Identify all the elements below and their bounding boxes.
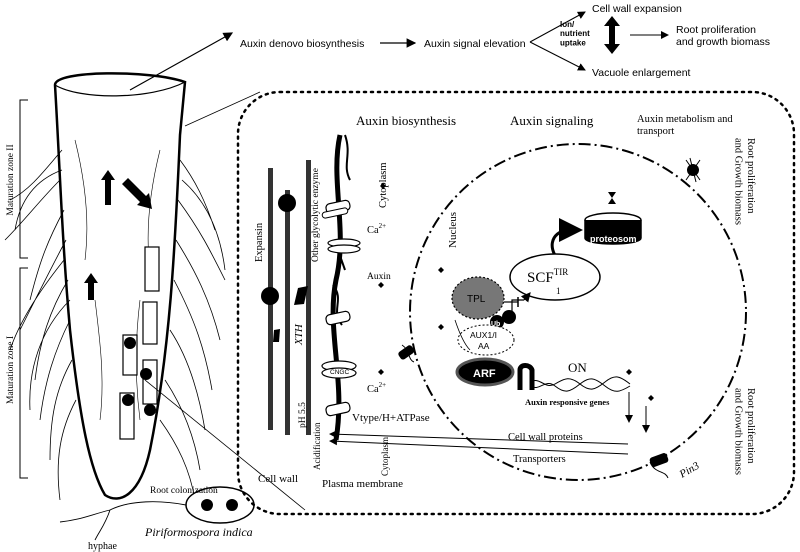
tpl-label: TPL	[467, 294, 486, 305]
xth-label: XTH	[293, 323, 305, 346]
cell-wall-proteins-label: Cell wall proteins	[508, 432, 583, 443]
proteasome-number: 26	[607, 219, 616, 228]
pin3-label: Pin3	[677, 460, 702, 482]
wall-protein-small	[273, 329, 280, 342]
aux-iaa	[457, 324, 515, 356]
on-label: ON	[568, 360, 587, 375]
pathway-cell-wall-expansion: Cell wall expansion	[592, 3, 682, 15]
pathway-biosynthesis: Auxin denovo biosynthesis	[240, 38, 364, 50]
ub-1	[490, 315, 504, 329]
acidification-label: Acidification	[312, 422, 322, 470]
zoom-line-bottom	[144, 379, 306, 511]
pathway-arrow-up	[529, 11, 586, 43]
arf-protein	[455, 357, 515, 387]
channel-top	[321, 199, 351, 219]
cell-boundary	[236, 90, 796, 516]
plasma-membrane	[330, 134, 343, 441]
piriformospora-label: Piriformospora indica	[144, 525, 253, 539]
enzyme-protein	[278, 194, 296, 212]
aux-iaa-label-1: AUX1/I	[470, 330, 497, 340]
double-arrow-icon	[604, 16, 620, 54]
zone1-label: Maturation zone I	[6, 336, 16, 404]
ub-label: Ub	[491, 321, 500, 328]
pathway-arrow-down	[529, 41, 586, 71]
atpase-channel	[325, 401, 351, 417]
fungus-nucleus-2	[226, 499, 238, 511]
plasma-membrane-label: Plasma membrane	[322, 478, 403, 490]
root-to-pathway-arrow	[129, 32, 234, 91]
scf-label: SCFTIR	[527, 267, 568, 286]
proteasome-label: proteosom	[590, 234, 637, 244]
channel-auxin	[325, 310, 351, 326]
zone2-label: Maturation zone II	[6, 144, 16, 215]
cngc-label: CNGC	[330, 369, 349, 376]
proteasome: 26 proteosom	[584, 192, 642, 245]
aux-iaa-label-2: AA	[478, 341, 490, 351]
expansin-label: Expansin	[254, 222, 265, 262]
ubiquitin-tag-icon	[608, 192, 616, 204]
header-biosynthesis: Auxin biosynthesis	[356, 113, 456, 128]
right-top-label: Root proliferation and Growth biomass	[732, 138, 756, 225]
xth-protein	[294, 286, 308, 305]
zone2-bracket	[19, 99, 28, 259]
cngc-channel: CNGC	[321, 360, 357, 379]
ca-top-label: Ca2+	[367, 222, 386, 236]
header-signaling: Auxin signaling	[510, 113, 594, 128]
transporter-top-right	[685, 157, 701, 183]
scf-tir1	[509, 253, 601, 301]
cell-wall-bar-3	[306, 160, 311, 435]
dna-hook	[517, 363, 535, 390]
ph-label: pH 5.5	[298, 402, 308, 428]
zoom-line-top	[184, 91, 261, 127]
root-illustration	[4, 72, 226, 501]
dna-strand-2	[529, 378, 631, 392]
root-colonization-label: Root colonization	[150, 486, 218, 496]
ca-bottom-label: Ca2+	[367, 381, 386, 395]
cell-wall-proteins-arrow	[329, 430, 629, 445]
hyphae-lines	[59, 501, 187, 541]
ub-2	[502, 310, 516, 324]
arf-label: ARF	[473, 368, 496, 380]
auxin-label: Auxin	[367, 272, 391, 282]
vtype-atpase-label: Vtype/H+ATPase	[352, 412, 430, 424]
responsive-genes-label: Auxin responsive genes	[525, 397, 610, 407]
expansin-protein	[261, 287, 279, 305]
nucleus-boundary	[409, 143, 747, 481]
pathway-signal: Auxin signal elevation	[424, 38, 526, 50]
hyphae-label: hyphae	[88, 541, 117, 552]
cytoplasm-bottom-label: Cytoplasm	[380, 437, 390, 476]
channel-ca	[327, 238, 361, 254]
right-bottom-label: Root proliferation and Growth biomass	[732, 388, 756, 475]
auxin-molecules	[378, 183, 654, 401]
cell-wall-bar-2	[285, 190, 290, 435]
fungus-nucleus-1	[201, 499, 213, 511]
scf-subscript: 1	[556, 286, 561, 296]
other-enzyme-label: Other glycolytic enzyme	[311, 168, 321, 262]
transporter-left	[398, 344, 415, 363]
nucleus-label: Nucleus	[447, 212, 459, 248]
tpl-protein	[451, 276, 505, 320]
pin3-transporter	[649, 453, 669, 479]
transporters-label: Transporters	[513, 454, 566, 465]
transporters-arrow	[329, 437, 629, 455]
pathway-vacuole: Vacuole enlargement	[592, 67, 691, 79]
zone1-bracket	[19, 267, 28, 479]
cell-wall-label: Cell wall	[258, 473, 298, 485]
dna-strand-1	[529, 376, 631, 390]
